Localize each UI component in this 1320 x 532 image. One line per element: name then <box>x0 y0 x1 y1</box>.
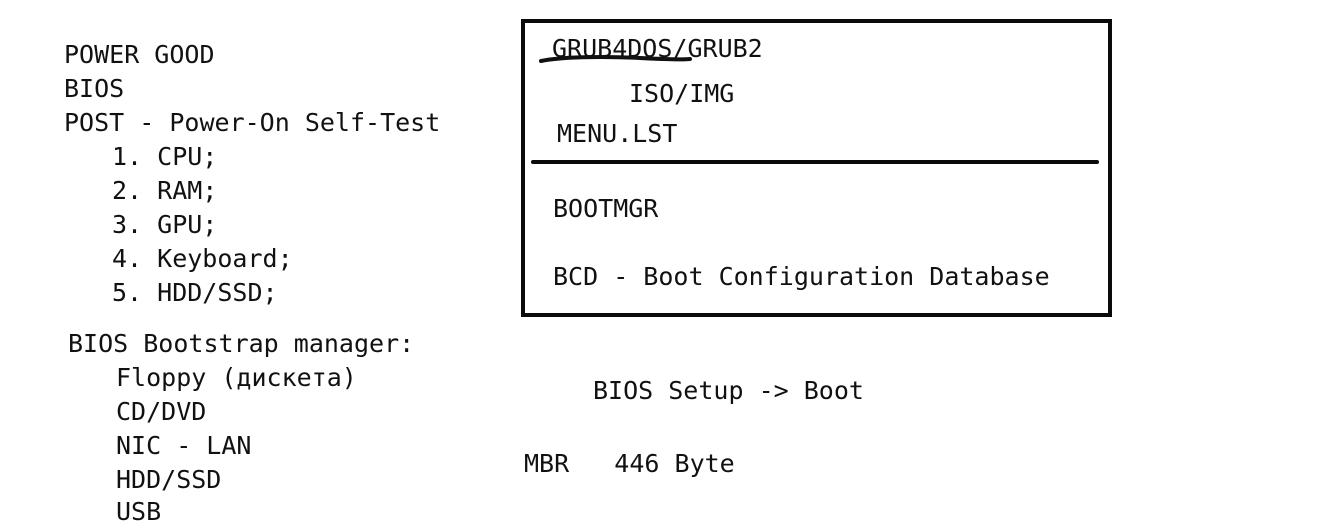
post-item-gpu: 3. GPU; <box>112 210 218 239</box>
post-item-keyboard: 4. Keyboard; <box>112 244 293 273</box>
post-text: POST - Power-On Self-Test <box>64 108 441 137</box>
post-item-hdd: 5. HDD/SSD; <box>112 278 278 307</box>
bootloader-box <box>521 19 1112 317</box>
mbr-text: MBR 446 Byte <box>524 449 735 478</box>
bootstrap-item-cddvd: CD/DVD <box>116 397 207 426</box>
bootstrap-item-hdd: HDD/SSD <box>116 465 222 494</box>
iso-img-text: ISO/IMG <box>629 79 735 108</box>
bcd-text: BCD - Boot Configuration Database <box>553 262 1050 291</box>
bios-setup-text: BIOS Setup -> Boot <box>593 376 864 405</box>
post-item-cpu: 1. CPU; <box>112 142 218 171</box>
bootstrap-item-usb: USB <box>116 497 162 526</box>
bios-text: BIOS <box>64 74 125 103</box>
menu-lst-text: MENU.LST <box>557 119 678 148</box>
box-divider <box>531 160 1099 164</box>
bootstrap-title: BIOS Bootstrap manager: <box>68 329 415 358</box>
bootstrap-item-nic: NIC - LAN <box>116 431 252 460</box>
power-good-text: POWER GOOD <box>64 40 215 69</box>
post-item-ram: 2. RAM; <box>112 176 218 205</box>
bootmgr-text: BOOTMGR <box>553 194 659 223</box>
bootstrap-item-floppy: Floppy (дискета) <box>116 363 357 392</box>
